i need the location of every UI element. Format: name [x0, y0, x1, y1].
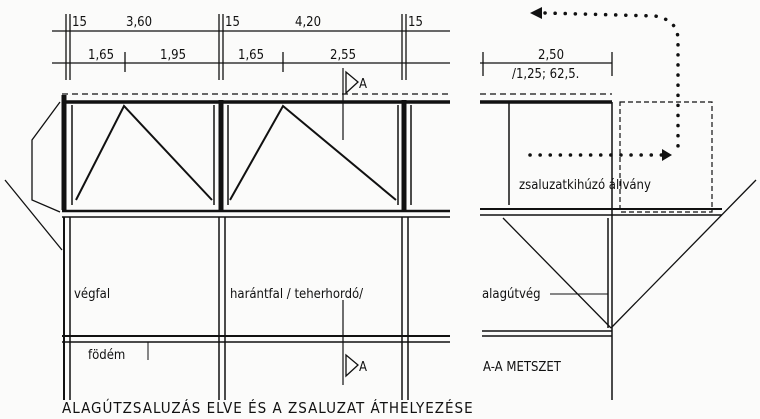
dim-15-a: 15	[72, 15, 87, 30]
dim-3-60: 3,60	[126, 15, 152, 30]
dim-1-95: 1,95	[160, 48, 186, 63]
drawing-caption: ALAGÚTZSALUZÁS ELVE ÉS A ZSALUZAT ÁTHELY…	[62, 398, 474, 417]
section-title: A-A METSZET	[483, 360, 562, 375]
section-marker-bottom: A	[345, 353, 367, 378]
label-tunnel-end: alagútvég	[482, 287, 541, 302]
label-cross-wall: harántfal / teherhordó/	[230, 287, 363, 302]
dimension-lines	[52, 14, 613, 80]
label-end-wall: végfal	[74, 287, 110, 302]
section-marker-label: A	[359, 360, 367, 375]
section-marker-top: A	[345, 70, 367, 95]
dim-sub: /1,25; 62,5.	[512, 67, 579, 82]
dim-2-50: 2,50	[538, 48, 564, 63]
relocation-arrow	[528, 7, 680, 161]
dim-1-65-b: 1,65	[238, 48, 264, 63]
dim-15-c: 15	[408, 15, 423, 30]
section-marker-label: A	[359, 77, 367, 92]
arrow-head-right-icon	[662, 149, 672, 161]
label-slab: födém	[88, 348, 125, 363]
label-scaffold: zsaluzatkihúzó állvány	[519, 178, 651, 193]
arrow-head-left-icon	[530, 7, 542, 19]
dim-2-55: 2,55	[330, 48, 356, 63]
dim-15-b: 15	[225, 15, 240, 30]
plan-structure	[4, 68, 450, 400]
dim-4-20: 4,20	[295, 15, 321, 30]
section-a-a	[480, 93, 757, 400]
dim-1-65-a: 1,65	[88, 48, 114, 63]
